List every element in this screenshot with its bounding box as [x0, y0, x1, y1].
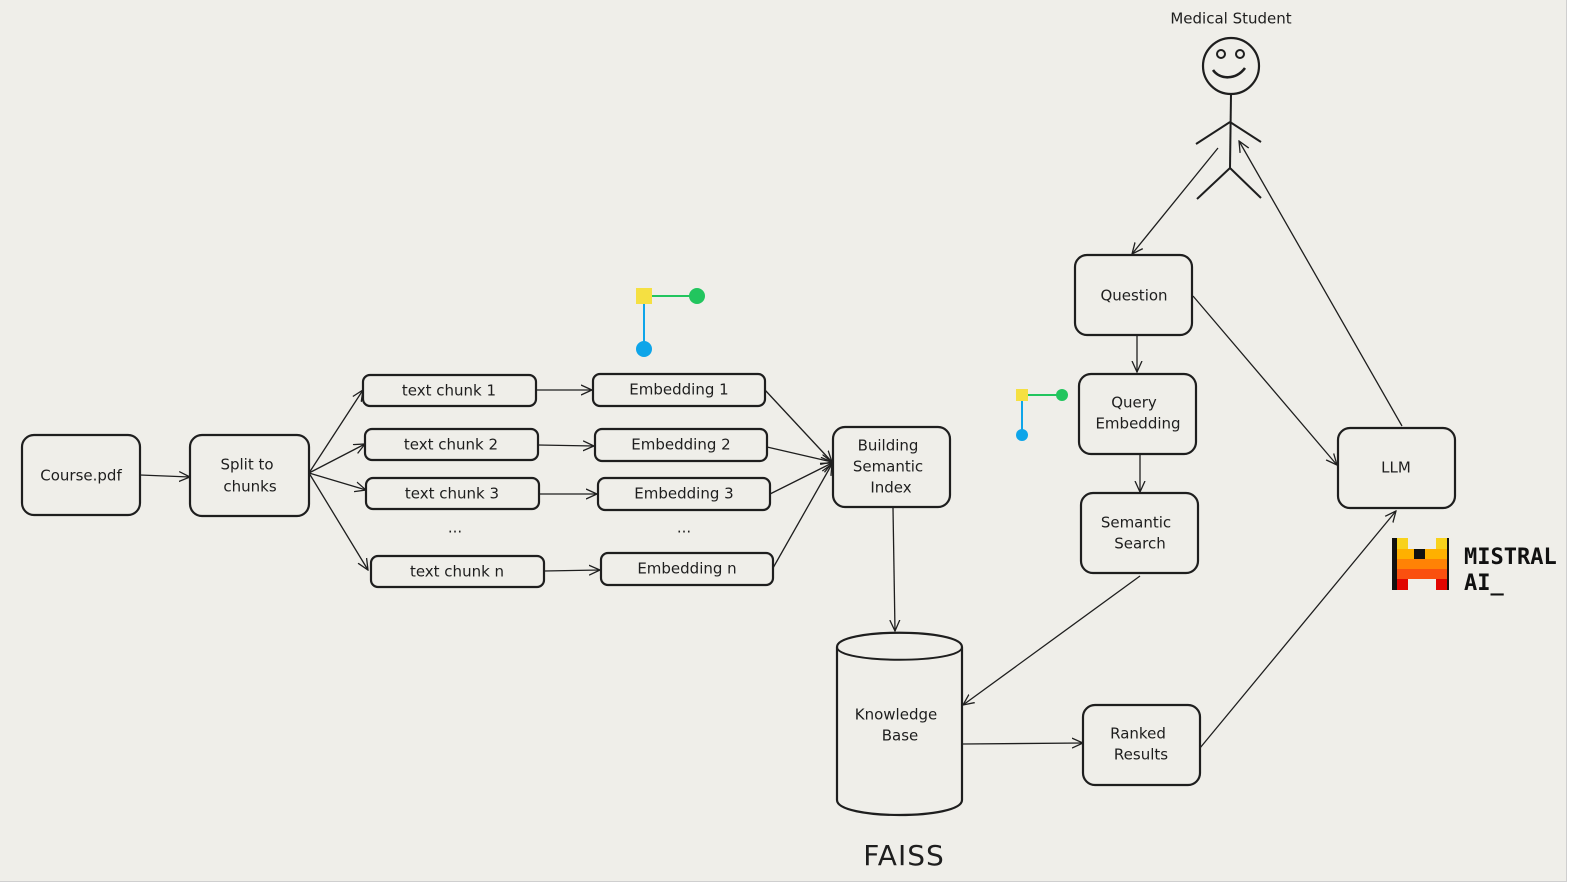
stick-figure-icon: [1195, 36, 1262, 200]
chunk-ellipsis: ...: [448, 519, 462, 537]
mistral-logo-line1: MISTRAL: [1464, 545, 1557, 570]
emb-ellipsis: ...: [677, 519, 691, 537]
arrow-chunkn-embn: [543, 570, 600, 571]
arrow-embn-index: [772, 464, 832, 569]
kb-label-line1: Knowledge: [855, 706, 937, 724]
ranked-label-line2: Results: [1114, 746, 1168, 764]
mistral-logo-line2: AI_: [1464, 571, 1504, 596]
node-semantic-search[interactable]: Semantic Search: [1079, 491, 1200, 575]
medical-student-figure[interactable]: Medical Student: [1170, 10, 1292, 200]
handle-green-dot[interactable]: [1056, 389, 1068, 401]
chunkn-label: text chunk n: [410, 563, 504, 581]
chunk1-label: text chunk 1: [402, 382, 496, 400]
node-question[interactable]: Question: [1073, 253, 1194, 337]
handle-green-dot[interactable]: [689, 288, 705, 304]
search-label-line2: Search: [1114, 535, 1166, 553]
node-chunk-1[interactable]: text chunk 1: [361, 373, 538, 408]
question-label: Question: [1100, 287, 1167, 305]
node-embedding-1[interactable]: Embedding 1: [591, 372, 767, 408]
split-label-line2: chunks: [223, 478, 276, 496]
mistral-logo-icon: [1392, 538, 1449, 590]
arrow-split-chunk2: [308, 444, 365, 474]
building-label-line1: Building: [858, 437, 919, 455]
arrow-chunk2-emb2: [537, 445, 594, 446]
arrow-course-split: [139, 475, 190, 477]
arrow-split-chunk1: [308, 390, 363, 474]
chunk2-label: text chunk 2: [404, 436, 498, 454]
diagram-svg: Course.pdf Split to chunks text chunk 1 …: [20, 10, 1557, 872]
search-label-line1: Semantic: [1101, 514, 1171, 532]
query-label-line2: Embedding: [1095, 415, 1180, 433]
node-chunk-2[interactable]: text chunk 2: [363, 427, 540, 462]
node-chunk-3[interactable]: text chunk 3: [364, 476, 541, 511]
chunk3-label: text chunk 3: [405, 485, 499, 503]
node-ranked-results[interactable]: Ranked Results: [1081, 703, 1202, 787]
mistral-logo: MISTRAL AI_: [1392, 538, 1557, 596]
selection-handle-left[interactable]: [636, 288, 705, 357]
arrow-emb3-index: [769, 463, 832, 495]
arrow-ranked-llm: [1199, 511, 1396, 749]
node-chunk-n[interactable]: text chunk n: [369, 554, 546, 589]
building-label-line3: Index: [870, 479, 911, 497]
node-embedding-n[interactable]: Embedding n: [599, 551, 775, 587]
node-embedding-3[interactable]: Embedding 3: [596, 476, 772, 512]
node-query-embedding[interactable]: Query Embedding: [1077, 372, 1198, 456]
llm-label: LLM: [1381, 459, 1411, 477]
arrow-question-llm: [1192, 295, 1337, 465]
arrow-index-kb: [893, 507, 895, 631]
arrow-split-chunk3: [308, 472, 366, 490]
kb-label-line2: Base: [882, 727, 919, 745]
building-label-line2: Semantic: [853, 458, 923, 476]
selection-handle-right[interactable]: [1016, 389, 1068, 441]
emb2-label: Embedding 2: [631, 436, 730, 454]
handle-square[interactable]: [1016, 389, 1028, 401]
ranked-label-line1: Ranked: [1110, 725, 1166, 743]
query-label-line1: Query: [1111, 394, 1157, 412]
node-course[interactable]: Course.pdf: [20, 433, 142, 517]
emb1-label: Embedding 1: [629, 381, 728, 399]
node-split[interactable]: Split to chunks: [188, 433, 311, 518]
node-knowledge-base[interactable]: Knowledge Base: [835, 631, 964, 817]
faiss-label: FAISS: [863, 839, 945, 872]
arrow-emb1-index: [764, 389, 832, 462]
arrow-split-chunkn: [308, 472, 368, 570]
emb3-label: Embedding 3: [634, 485, 733, 503]
arrow-llm-student: [1239, 141, 1403, 427]
arrow-student-question: [1132, 147, 1219, 254]
node-embedding-2[interactable]: Embedding 2: [593, 427, 769, 463]
handle-square[interactable]: [636, 288, 652, 304]
arrow-kb-ranked: [962, 743, 1083, 744]
course-label: Course.pdf: [40, 467, 122, 485]
arrow-search-kb: [963, 575, 1141, 705]
split-label-line1: Split to: [220, 456, 273, 474]
handle-blue-dot[interactable]: [636, 341, 652, 357]
node-building-index[interactable]: Building Semantic Index: [831, 425, 952, 509]
arrow-emb2-index: [766, 446, 832, 462]
embn-label: Embedding n: [637, 560, 736, 578]
diagram-canvas: Course.pdf Split to chunks text chunk 1 …: [0, 0, 1567, 882]
node-llm[interactable]: LLM: [1336, 426, 1457, 510]
handle-blue-dot[interactable]: [1016, 429, 1028, 441]
student-label: Medical Student: [1170, 10, 1291, 28]
connectors: [139, 141, 1403, 749]
